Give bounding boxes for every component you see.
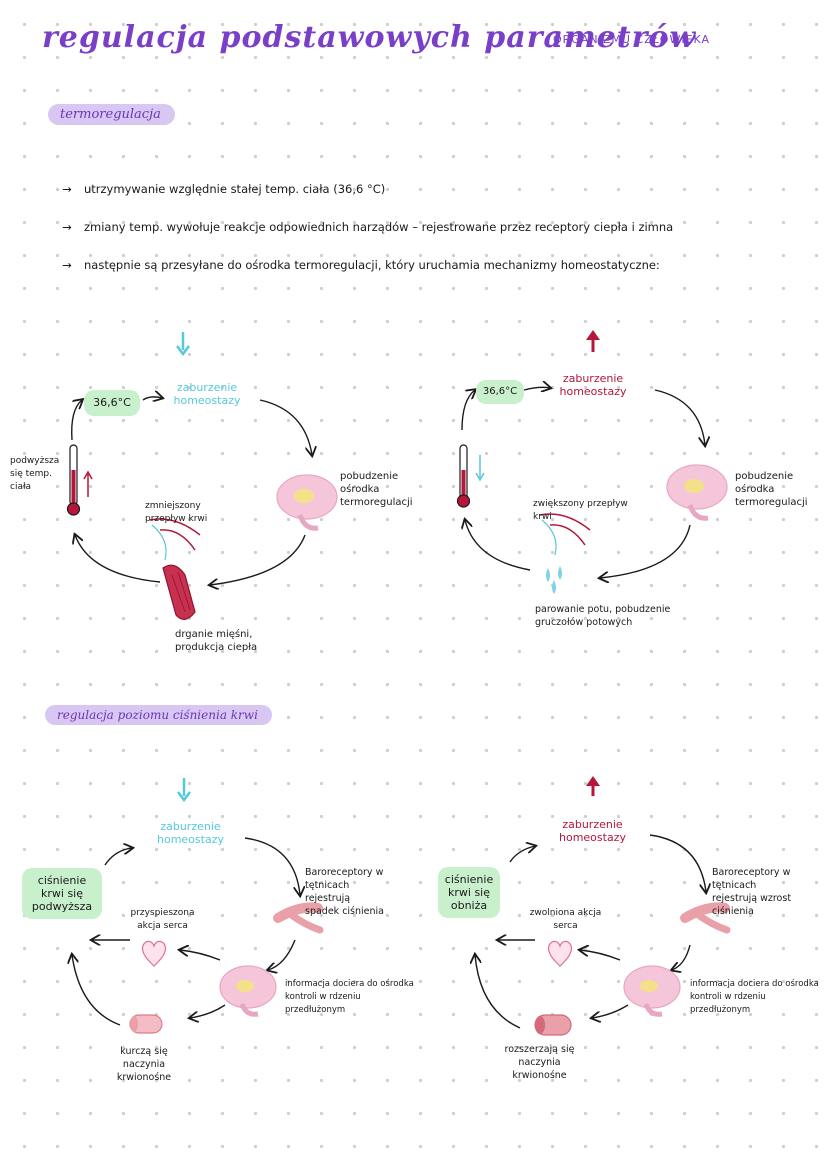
baroreceptor-label: Baroreceptory w tętnicach rejestrują spa… (305, 867, 384, 917)
arrow-right-icon: → (62, 258, 72, 272)
list-item: →utrzymywanie względnie stałej temp. cia… (60, 178, 800, 216)
bullet-list: →utrzymywanie względnie stałej temp. cia… (60, 178, 800, 292)
page-title: regulacja podstawowych parametrów (42, 20, 697, 55)
brain-icon (666, 464, 728, 521)
vessel-label: zwiększony przepływ krwi (533, 499, 628, 522)
muscle-label: drganie mięśni, produkcja ciepła (175, 629, 258, 653)
info-label: informacja dociera do ośrodka kontroli w… (285, 979, 414, 1015)
sweat-drops-icon (546, 566, 562, 594)
blood-vessel-tube-icon (129, 1014, 163, 1034)
temperature-badge: 36,6°C (84, 390, 140, 416)
center-label: pobudzenie ośrodka termoregulacji (735, 471, 808, 508)
vessel-label: zmniejszony przepływ krwi (145, 501, 208, 524)
disturbance-label: zaburzenie homeostazy (559, 818, 626, 844)
disturbance-label: zaburzenie homeostazy (559, 372, 627, 398)
list-item: →następnie są przesyłane do ośrodka term… (60, 254, 800, 292)
arrow-down-cyan-icon (475, 455, 485, 482)
arrow-right-icon: → (62, 220, 72, 234)
pressure-result-badge: ciśnienie krwi się podwyższa (22, 868, 102, 919)
vessel-label: kurczą się naczynia krwionośne (116, 1046, 172, 1083)
arrow-down-cyan-icon (176, 332, 190, 357)
blood-vessel-icon (539, 513, 591, 556)
page-subtitle: ORGANIZMU CZŁOWIEKA (553, 33, 711, 46)
pressure-result-badge: ciśnienie krwi się obniża (438, 867, 500, 918)
muscle-icon (162, 564, 196, 620)
sweat-label: parowanie potu, pobudzenie gruczołów pot… (535, 604, 671, 628)
arrow-up-red-icon (586, 330, 600, 352)
blood-vessel-tube-icon (534, 1014, 572, 1036)
thermometer-icon (456, 444, 471, 508)
heart-icon (547, 940, 573, 967)
arrow-up-red-icon (586, 776, 600, 796)
list-item: →zmiany temp. wywołuje reakcje odpowiedn… (60, 216, 800, 254)
center-label: pobudzenie ośrodka termoregulacji (340, 471, 413, 508)
section-heading-pressure: regulacja poziomu ciśnienia krwi (45, 705, 272, 725)
artery-icon (680, 902, 731, 934)
temperature-badge: 36,6°C (476, 380, 524, 404)
arrow-right-icon: → (62, 182, 72, 196)
baroreceptor-label: Baroreceptory w tętnicach rejestrują wzr… (712, 867, 792, 917)
info-label: informacja dociera do ośrodka kontroli w… (690, 979, 819, 1015)
vessel-label: rozszerzają się naczynia krwionośne (504, 1044, 575, 1081)
arrow-down-cyan-icon (177, 778, 191, 803)
brain-icon (276, 474, 338, 531)
arrow-up-red-icon (83, 470, 93, 497)
blood-vessel-icon (149, 518, 201, 561)
disturbance-label: zaburzenie homeostazy (173, 381, 241, 407)
disturbance-label: zaburzenie homeostazy (157, 820, 224, 846)
heart-icon (141, 940, 167, 967)
thermometer-icon (66, 444, 81, 516)
artery-icon (273, 902, 324, 934)
brain-icon (219, 965, 277, 1017)
heart-rate-label: zwolniona akcja serca (529, 908, 602, 931)
heart-rate-label: przyspieszona akcja serca (130, 908, 195, 931)
brain-icon (623, 965, 681, 1017)
section-heading-thermo: termoregulacja (48, 104, 175, 125)
temp-rise-label: podwyższa się temp. ciała (10, 456, 60, 492)
